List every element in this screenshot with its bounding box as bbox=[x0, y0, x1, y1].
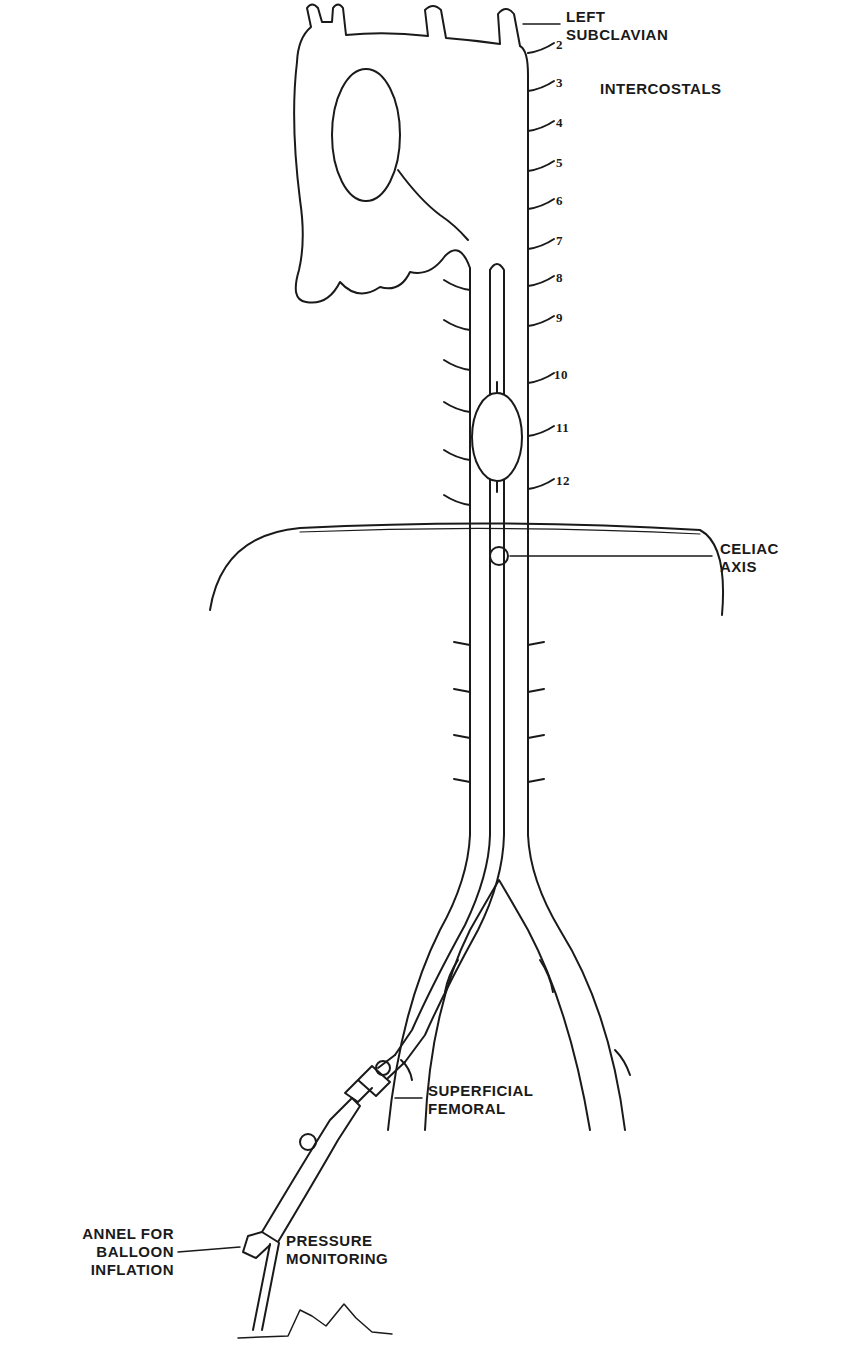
crotch bbox=[425, 880, 590, 1130]
part-label: PRESSURE MONITORING bbox=[286, 1232, 406, 1268]
branch-stub bbox=[528, 479, 554, 489]
branch-stub bbox=[528, 81, 554, 91]
branch-stub bbox=[444, 402, 470, 412]
leader-lines bbox=[178, 24, 712, 1252]
diaphragm bbox=[300, 528, 700, 534]
callout-number: 6 bbox=[556, 192, 586, 210]
connector-knob bbox=[376, 1061, 390, 1075]
part-label: CELIAC AXIS bbox=[720, 540, 800, 576]
pressure-tube bbox=[253, 1243, 279, 1330]
branch-stub bbox=[454, 779, 544, 782]
callout-number: 7 bbox=[556, 232, 586, 250]
part-label: ANNEL FOR BALLOON INFLATION bbox=[74, 1225, 174, 1279]
balloon bbox=[472, 393, 522, 481]
branch-stub bbox=[444, 450, 470, 460]
balloon-tip bbox=[496, 382, 498, 492]
part-label: INTERCOSTALS bbox=[600, 80, 760, 98]
branch-stub bbox=[444, 320, 470, 330]
connector bbox=[345, 1055, 405, 1102]
branch-stub bbox=[528, 373, 554, 383]
pressure-waveform bbox=[238, 1304, 392, 1338]
part-label: LEFT SUBCLAVIAN bbox=[566, 8, 686, 44]
callout-number: 8 bbox=[556, 269, 586, 287]
branch-stub bbox=[528, 276, 554, 286]
branch-stub bbox=[444, 280, 470, 290]
callout-number: 4 bbox=[556, 114, 586, 132]
branch-stub bbox=[444, 360, 470, 370]
inflation-port bbox=[243, 1232, 270, 1258]
arch-inner bbox=[332, 69, 400, 201]
callout-number: 3 bbox=[556, 74, 586, 92]
branch-stub bbox=[528, 426, 554, 436]
branch-stub bbox=[528, 43, 554, 53]
branch-stub bbox=[454, 689, 544, 692]
callout-number: 12 bbox=[556, 472, 586, 490]
iliac-branch bbox=[540, 960, 553, 992]
callout-number: 5 bbox=[556, 154, 586, 172]
branch-stub bbox=[454, 642, 544, 645]
callout-number: 2 bbox=[556, 36, 586, 54]
callout-number: 11 bbox=[556, 419, 586, 437]
branch-stub bbox=[528, 239, 554, 249]
intercostal-arteries bbox=[444, 43, 554, 782]
femoral-branch bbox=[615, 1050, 630, 1075]
part-label: SUPERFICIAL FEMORAL bbox=[428, 1082, 538, 1118]
branch-stub bbox=[528, 161, 554, 171]
callout-number: 9 bbox=[556, 309, 586, 327]
celiac-axis bbox=[490, 547, 508, 565]
left-iliac-outer bbox=[528, 835, 625, 1130]
branch-stub bbox=[528, 199, 554, 209]
callout-number: 10 bbox=[554, 366, 584, 384]
handle-knob bbox=[300, 1134, 316, 1150]
branch-stub bbox=[444, 495, 470, 505]
diaphragm bbox=[210, 523, 723, 615]
branch-stub bbox=[528, 316, 554, 326]
catheter-handle bbox=[262, 1098, 360, 1242]
branch-stub bbox=[454, 735, 544, 738]
root-line bbox=[398, 170, 468, 240]
aorta-outline bbox=[294, 5, 528, 836]
branch-stub bbox=[528, 121, 554, 131]
catheter bbox=[395, 270, 490, 1055]
